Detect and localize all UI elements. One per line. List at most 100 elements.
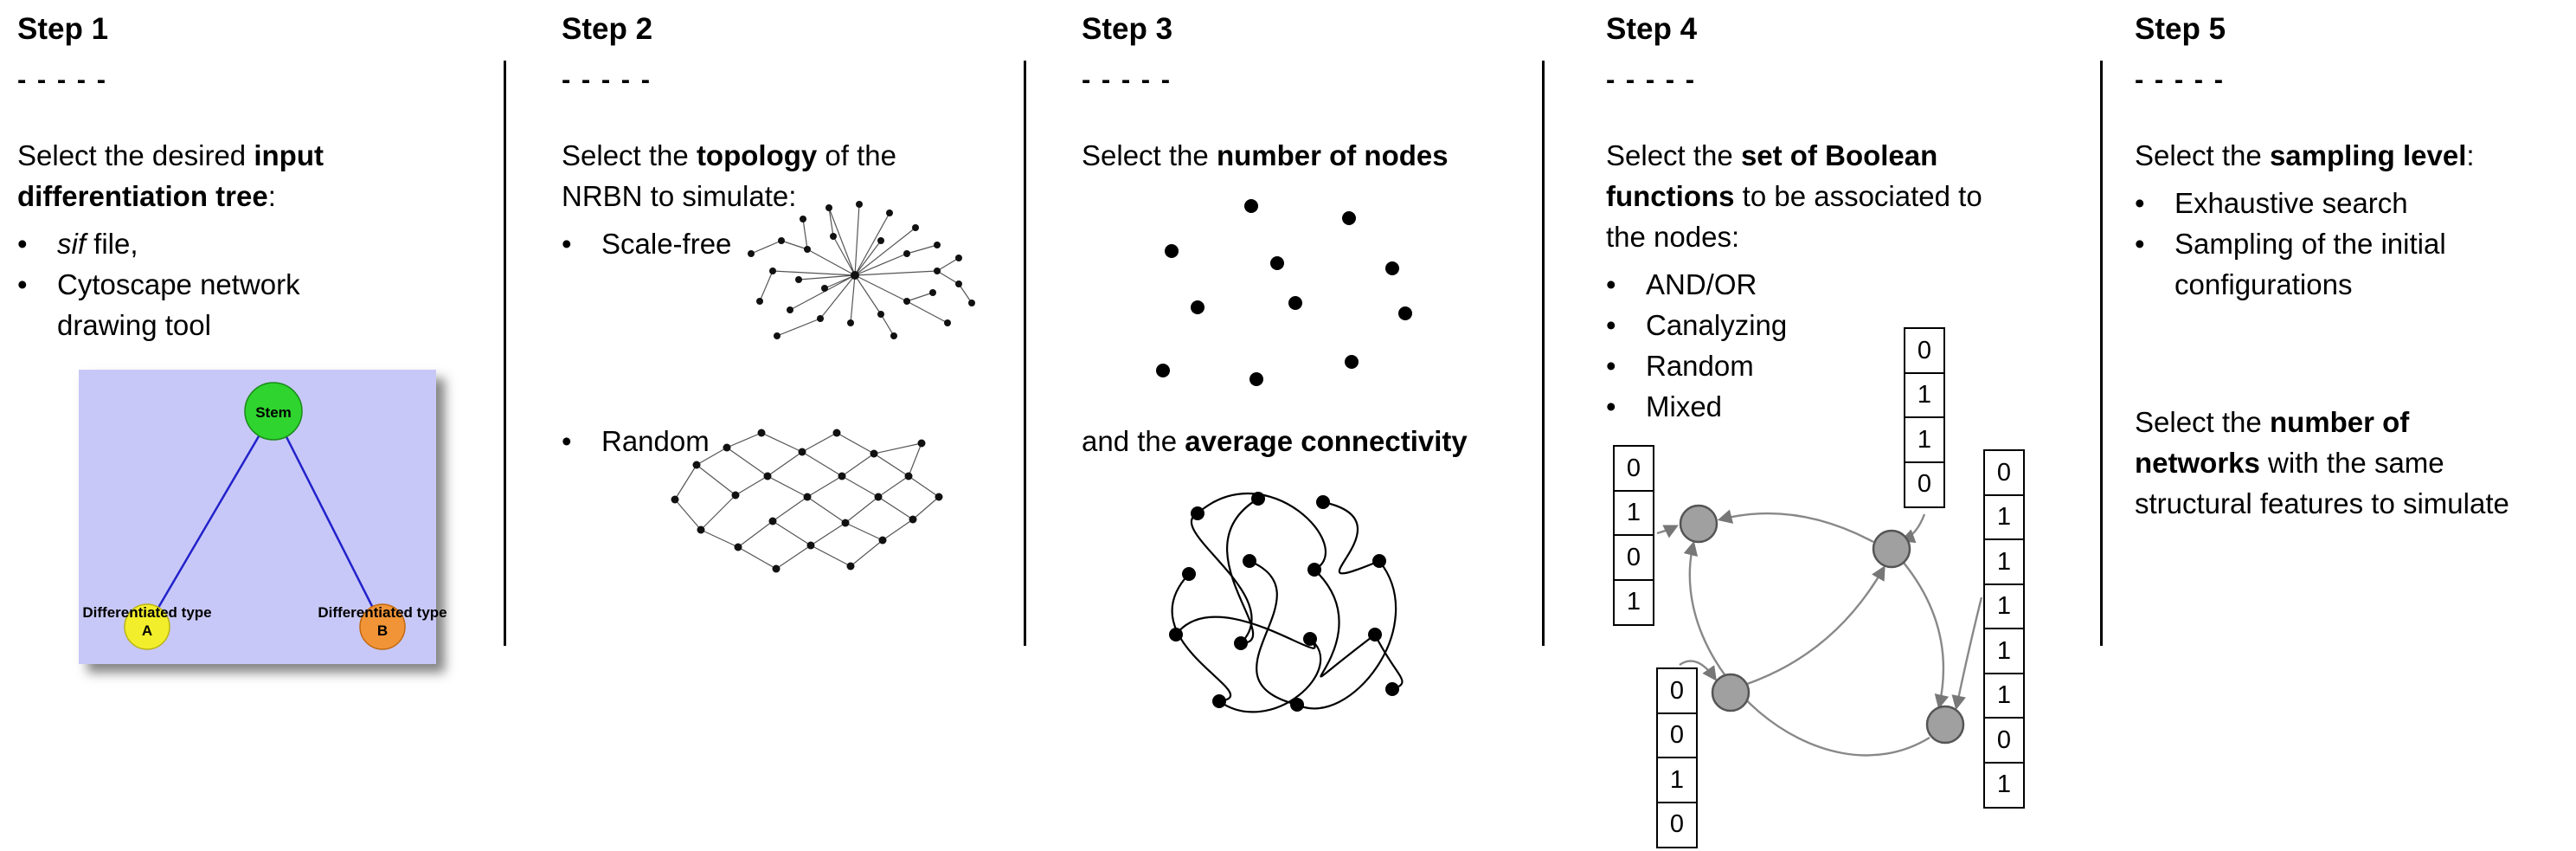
truth-table-right: 0 1 1 1 1 1 0 1 [1983, 449, 2025, 809]
list-item: •AND/OR [1606, 264, 2101, 305]
truth-table-cell: 1 [1983, 538, 2025, 585]
bullet-icon: • [17, 228, 28, 260]
step-5-p2-bold: number of [2269, 406, 2410, 438]
truth-table-cell: 1 [1983, 628, 2025, 674]
step-5-p2-text-2: with the same [2259, 447, 2444, 479]
bullet-icon: • [1606, 390, 1616, 422]
truth-table-cell: 0 [1613, 445, 1654, 492]
step-4-intro-bold: set of Boolean [1740, 139, 1938, 171]
step-4-bullet-list: •AND/OR • Canalyzing • Random • Mixed [1606, 264, 2101, 427]
bullet-sampling-line1: Sampling of the initial [2175, 228, 2446, 260]
step-1-bullet-list: • sif file, • Cytoscape network drawing … [17, 223, 504, 345]
tree-svg: Stem [124, 382, 406, 650]
column-divider [1024, 61, 1026, 646]
step-5-dashes: - - - - - [2135, 64, 2226, 94]
bullet-random-functions: Random [1646, 350, 1754, 382]
step-1-intro-bold-2: differentiation tree [17, 180, 268, 212]
step-3-line2: and the average connectivity [1082, 421, 1566, 461]
type-b-node [359, 603, 406, 650]
type-a-node [124, 603, 170, 650]
list-item: • Cytoscape network drawing tool [17, 264, 504, 345]
step-1-intro-colon: : [267, 180, 276, 212]
step-1-title: Step 1 [17, 12, 109, 46]
scale-free-network-graphic [748, 201, 975, 339]
step-4-intro: Select the set of Boolean functions to b… [1606, 135, 2101, 257]
step-3-title: Step 3 [1082, 12, 1173, 46]
nodes-dots-graphic [1156, 199, 1412, 386]
step-4-intro-text: Select the [1606, 139, 1741, 171]
truth-table-cell: 1 [1983, 583, 2025, 630]
list-item: • Mixed [1606, 386, 2101, 427]
step-5-intro-colon: : [2466, 139, 2475, 171]
list-item: • Random [1606, 345, 2101, 386]
bullet-icon: • [1606, 309, 1616, 341]
type-b-label: Differentiated type B [318, 604, 447, 639]
step-5-column: Step 5 - - - - - Select the sampling lev… [2101, 0, 2576, 851]
step-3-line2-text: and the [1082, 425, 1185, 457]
step-4-intro-line3: the nodes: [1606, 221, 1740, 253]
truth-table-cell: 0 [1613, 534, 1654, 581]
step-5-p2-text: Select the [2135, 406, 2270, 438]
bullet-sif-file: sif file, [57, 223, 504, 264]
bullet-sampling: Sampling of the initial configurations [2175, 223, 2576, 305]
step-5-bullet-list: • Exhaustive search • Sampling of the in… [2135, 183, 2576, 305]
bullet-icon: • [562, 425, 572, 457]
step-2-intro-bold: topology [696, 139, 818, 171]
step-1-intro-bold: input [254, 139, 324, 171]
step-1-intro-text: Select the desired [17, 139, 254, 171]
step-4-title: Step 4 [1606, 12, 1698, 46]
connectivity-tangle-graphic [1169, 492, 1404, 713]
truth-table-cell: 1 [1904, 416, 1945, 463]
truth-table-cell: 1 [1983, 761, 2025, 809]
step-5-networks-paragraph: Select the number of networks with the s… [2135, 402, 2576, 524]
bullet-and-or: AND/OR [1646, 268, 1757, 300]
step-5-intro-bold: sampling level [2269, 139, 2467, 171]
stem-node-label: Stem [255, 404, 292, 421]
step-3-line1-text: Select the [1082, 139, 1217, 171]
step-3-line1: Select the number of nodes [1082, 135, 1543, 176]
list-item: • Sampling of the initial configurations [2135, 223, 2576, 305]
boolean-node [1711, 673, 1751, 712]
step-3-column: Step 3 - - - - - Select the number of no… [1025, 0, 1543, 851]
truth-table-cell: 1 [1656, 757, 1698, 803]
bullet-sampling-line2: configurations [2175, 268, 2353, 300]
bullet-cytoscape-line1: Cytoscape network [57, 268, 300, 300]
truth-table-cell: 1 [1904, 371, 1945, 419]
list-item: • Canalyzing [1606, 305, 2101, 345]
bullet-icon: • [1606, 350, 1616, 382]
bullet-scale-free: Scale-free [601, 228, 732, 260]
column-divider [504, 61, 506, 646]
truth-table-cell: 0 [1656, 801, 1698, 848]
bullet-icon: • [17, 268, 28, 300]
bullet-cytoscape: Cytoscape network drawing tool [57, 264, 504, 345]
step-1-column: Step 1 - - - - - Select the desired inpu… [0, 0, 504, 851]
boolean-node [1925, 705, 1965, 745]
truth-table-cell: 0 [1904, 327, 1945, 374]
step-3-line1-bold: number of nodes [1216, 139, 1449, 171]
list-item: • Exhaustive search [2135, 183, 2576, 223]
truth-table-left: 0 1 0 1 [1613, 445, 1654, 626]
step-4-column: Step 4 - - - - - Select the set of Boole… [1543, 0, 2101, 851]
truth-table-bottom: 0 0 1 0 [1656, 667, 1698, 848]
bullet-random: Random [601, 425, 710, 457]
bullet-mixed: Mixed [1646, 390, 1723, 422]
step-2-intro-text-2: of the [817, 139, 896, 171]
list-item: • Random [562, 421, 821, 461]
step-2-bullet-list: • Scale-free [562, 223, 1025, 264]
step-3-dashes: - - - - - [1082, 64, 1172, 94]
truth-table-cell: 1 [1983, 493, 2025, 541]
step-2-column: Step 2 - - - - - Select the topology of … [504, 0, 1025, 851]
bullet-cytoscape-line2: drawing tool [57, 309, 211, 341]
step-5-title: Step 5 [2135, 12, 2226, 46]
boolean-node [1679, 504, 1718, 544]
boolean-node [1872, 529, 1911, 569]
bullet-canalyzing: Canalyzing [1646, 309, 1788, 341]
step-2-dashes: - - - - - [562, 64, 652, 94]
bullet-exhaustive-search: Exhaustive search [2175, 187, 2408, 219]
truth-table-cell: 1 [1613, 489, 1654, 537]
truth-table-top: 0 1 1 0 [1904, 327, 1945, 508]
truth-table-cell: 0 [1656, 667, 1698, 714]
column-divider [1542, 61, 1545, 646]
truth-table-cell: 1 [1613, 578, 1654, 626]
